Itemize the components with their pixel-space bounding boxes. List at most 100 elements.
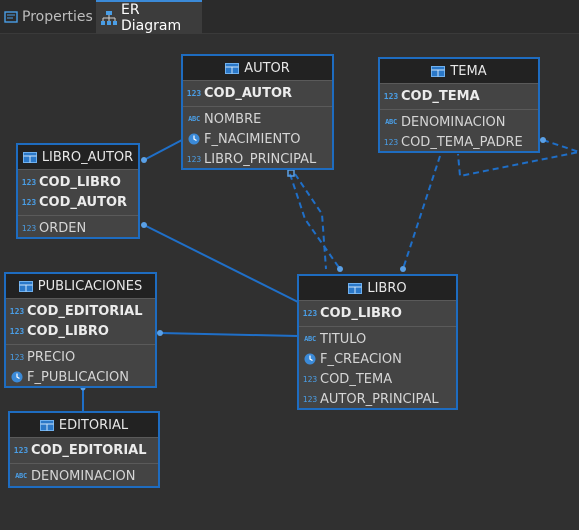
attribute-name: COD_TEMA_PADRE (401, 134, 523, 150)
numeric-type-icon: 123 (186, 154, 202, 164)
attribute-name: COD_TEMA (401, 88, 480, 104)
attribute-name: ORDEN (39, 220, 87, 236)
entity-name: LIBRO_AUTOR (41, 149, 134, 165)
tab-er-diagram[interactable]: ER Diagram (96, 0, 202, 34)
entity-header: AUTOR (183, 56, 332, 80)
attribute-row: ABC DENOMINACION (10, 466, 158, 486)
er-diagram-icon (101, 10, 117, 26)
attribute-row: F_NACIMIENTO (183, 129, 332, 149)
numeric-type-icon: 123 (21, 177, 37, 187)
numeric-type-icon: 123 (9, 306, 25, 316)
numeric-type-icon: 123 (21, 223, 37, 233)
table-icon (348, 282, 363, 294)
text-type-icon: ABC (385, 118, 397, 126)
attribute-name: COD_LIBRO (39, 174, 121, 190)
date-type-icon (185, 133, 203, 145)
entity-header: EDITORIAL (10, 413, 158, 437)
date-type-icon (8, 371, 26, 383)
link-autor-to-libro (289, 173, 341, 270)
text-type-icon: ABC (15, 472, 27, 480)
attribute-name: COD_LIBRO (27, 323, 109, 339)
link-publicaciones-to-libro (159, 332, 299, 337)
entity-header: TEMA (380, 59, 538, 83)
relationship-links (80, 137, 579, 412)
attribute-name: COD_AUTOR (39, 194, 128, 210)
link-tema-self-reference (457, 139, 579, 178)
tab-er-diagram-label: ER Diagram (121, 2, 182, 34)
numeric-type-icon: 123 (13, 445, 29, 455)
table-icon (225, 62, 240, 74)
attribute-name: COD_AUTOR (204, 85, 293, 101)
attribute-name: COD_EDITORIAL (31, 442, 147, 458)
attribute-name: COD_EDITORIAL (27, 303, 143, 319)
numeric-type-icon: 123 (302, 308, 318, 318)
numeric-type-icon: 123 (9, 326, 25, 336)
table-icon (431, 65, 446, 77)
link-libro-autor-to-libro (143, 224, 299, 303)
numeric-type-icon: 123 (302, 374, 318, 384)
attribute-name: COD_LIBRO (320, 305, 402, 321)
numeric-type-icon: 123 (302, 394, 318, 404)
attribute-name: NOMBRE (204, 111, 262, 127)
entity-name: LIBRO (367, 280, 407, 296)
attribute-row: F_CREACION (299, 349, 456, 369)
table-icon (18, 280, 33, 292)
attribute-name: PRECIO (27, 349, 76, 365)
link-libro-autor-to-autor (143, 139, 183, 161)
attribute-name: F_CREACION (320, 351, 402, 367)
link-autor-libro-principal (294, 173, 327, 270)
attribute-row: F_PUBLICACION (6, 367, 155, 387)
text-type-icon: ABC (304, 335, 316, 343)
attribute-name: COD_TEMA (320, 371, 393, 387)
tab-properties[interactable]: Properties (0, 0, 98, 34)
attribute-name: AUTOR_PRINCIPAL (320, 391, 439, 407)
numeric-type-icon: 123 (21, 197, 37, 207)
numeric-type-icon: 123 (9, 352, 25, 362)
attribute-name: F_PUBLICACION (27, 369, 129, 385)
link-tema-to-libro (402, 155, 441, 270)
entity-header: PUBLICACIONES (6, 274, 155, 298)
attribute-name: DENOMINACION (401, 114, 506, 130)
entity-header: LIBRO_AUTOR (18, 145, 138, 169)
date-type-icon (301, 353, 319, 365)
entity-name: TEMA (450, 63, 487, 79)
attribute-name: DENOMINACION (31, 468, 136, 484)
editor-tab-bar: Properties ER Diagram (0, 0, 579, 34)
table-icon (39, 419, 54, 431)
entity-name: EDITORIAL (58, 417, 129, 433)
attribute-name: F_NACIMIENTO (204, 131, 301, 147)
tab-properties-label: Properties (22, 9, 93, 25)
entity-name: AUTOR (244, 60, 290, 76)
entity-header: LIBRO (299, 276, 456, 300)
numeric-type-icon: 123 (383, 91, 399, 101)
